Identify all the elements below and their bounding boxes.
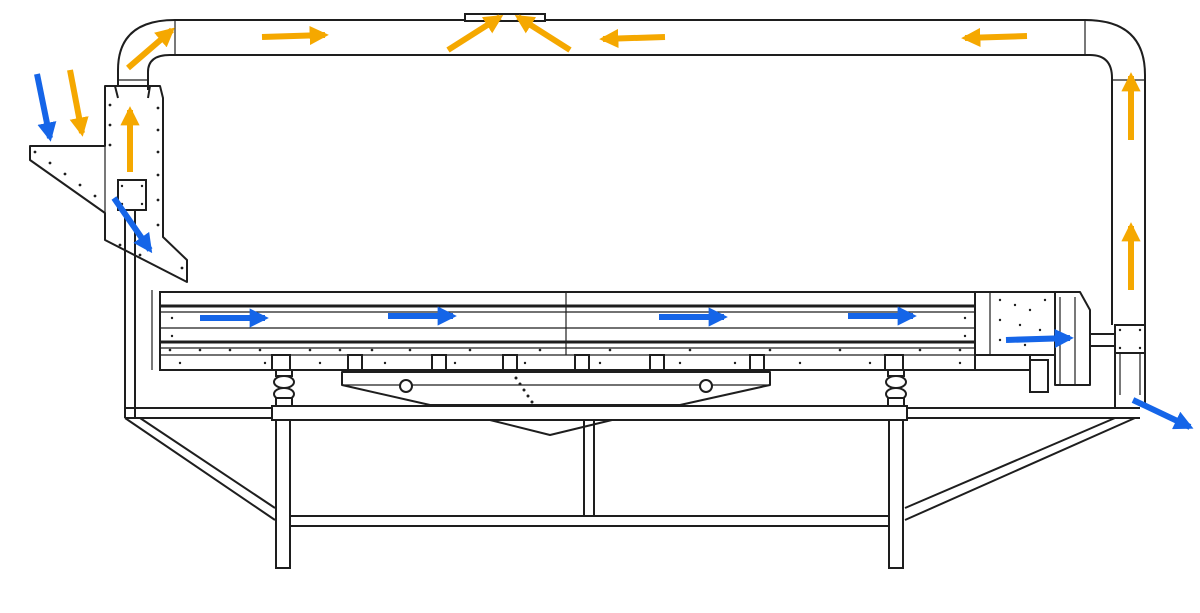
air-flow-arrow (261, 25, 329, 46)
air-flow-arrow (599, 28, 666, 49)
air-return-duct (117, 13, 1146, 325)
product-flow-arrows (34, 73, 1194, 430)
discharge-unit (974, 291, 1146, 395)
inlet-hopper (29, 85, 188, 283)
support-frame (124, 210, 1146, 569)
air-flow-arrow (514, 14, 572, 53)
air-flow-arrows (67, 14, 1141, 290)
air-flow-arrow (67, 69, 89, 137)
air-flow-arrow (446, 14, 504, 53)
spring-left (273, 369, 295, 407)
spring-right (885, 369, 907, 407)
air-flow-arrow (126, 27, 175, 71)
product-flow-arrow (1131, 397, 1194, 430)
product-flow-arrow (34, 73, 57, 142)
drive-assembly (341, 371, 771, 406)
air-flow-arrow (961, 27, 1028, 48)
product-flow-arrow (1005, 328, 1074, 349)
conveyor-deck (151, 290, 976, 371)
product-flow-arrow (111, 196, 153, 254)
